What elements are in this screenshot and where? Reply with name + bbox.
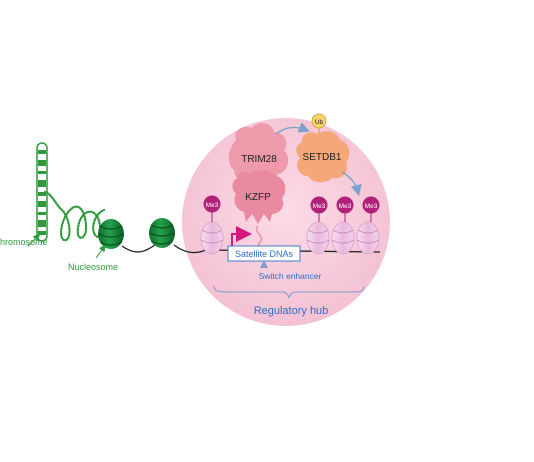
kzfp-protein: KZFP (232, 170, 286, 224)
me3-label-right-1: Me3 (313, 203, 326, 210)
chromosome (36, 142, 48, 242)
histone-right-2 (331, 221, 355, 255)
histone-left (200, 221, 224, 255)
chromatin-fiber-coil (43, 190, 106, 242)
nucleosome-label: Nucleosome (68, 262, 118, 272)
histone-right-1 (306, 221, 330, 255)
me3-label-left: Me3 (206, 202, 219, 209)
switch-enhancer-label: Switch enhancer (259, 271, 322, 281)
ub-label: Ub (315, 119, 324, 126)
me3-label-right-2: Me3 (339, 203, 352, 210)
me3-badge-right-1: Me3 (310, 196, 328, 214)
trim28-protein: TRIM28 (228, 123, 289, 185)
trim28-label: TRIM28 (241, 154, 277, 165)
histone-right-3 (356, 221, 380, 255)
transcription-start-arrow (231, 226, 252, 250)
nucleosome-pointer-arrow (95, 244, 106, 259)
chromosome-label: hromosome (0, 237, 48, 247)
setdb1-to-histones-arrow (341, 171, 362, 197)
nucleosome-2 (149, 218, 175, 248)
ub-modification: Ub (311, 113, 327, 134)
kzfp-label: KZFP (245, 192, 271, 203)
me3-badge-right-2: Me3 (336, 196, 354, 214)
linker-dna (121, 243, 157, 253)
regulatory-hub-label: Regulatory hub (254, 305, 329, 317)
me3-label-right-3: Me3 (365, 203, 378, 210)
regulatory-hub-brace (213, 285, 365, 299)
setdb1-protein: SETDB1 (296, 131, 350, 183)
trim28-to-setdb1-arrow (275, 122, 310, 135)
me3-badge-left: Me3 (203, 195, 221, 213)
me3-badge-right-3: Me3 (362, 196, 380, 214)
nucleosome-1 (98, 219, 124, 249)
setdb1-label: SETDB1 (303, 152, 342, 163)
satellite-dnas-box: Satellite DNAs (227, 245, 301, 262)
chromosome-pointer-arrow (27, 233, 41, 247)
satellite-dnas-label: Satellite DNAs (235, 249, 294, 259)
